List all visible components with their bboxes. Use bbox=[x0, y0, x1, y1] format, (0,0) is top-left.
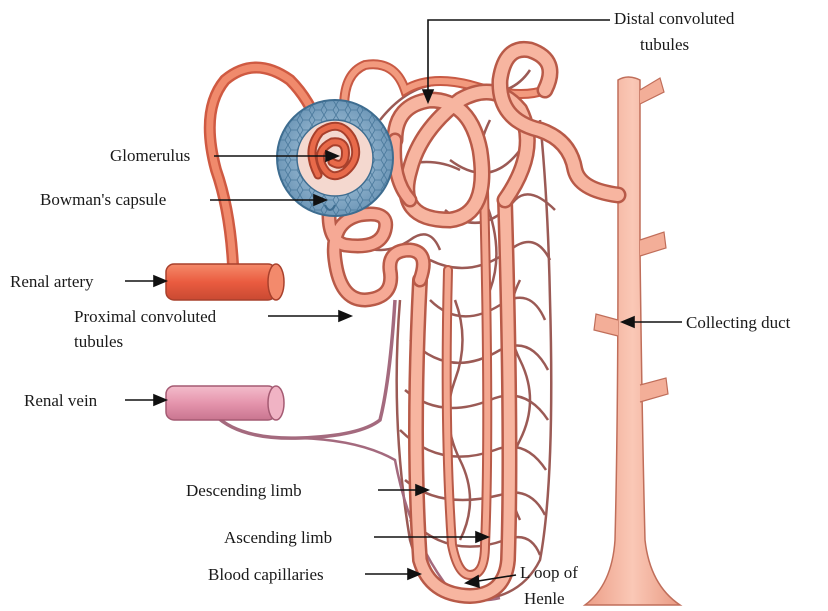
collecting-duct bbox=[585, 77, 680, 605]
label-distal-line2: tubules bbox=[640, 35, 689, 54]
label-proximal-line1: Proximal convoluted bbox=[74, 307, 217, 326]
label-ascending-limb: Ascending limb bbox=[224, 528, 332, 547]
label-renal-vein: Renal vein bbox=[24, 391, 98, 410]
label-collecting-duct: Collecting duct bbox=[686, 313, 791, 332]
label-descending-limb: Descending limb bbox=[186, 481, 302, 500]
label-glomerulus: Glomerulus bbox=[110, 146, 190, 165]
label-blood-capillaries: Blood capillaries bbox=[208, 565, 324, 584]
label-loop-line1: L oop of bbox=[520, 563, 578, 582]
label-loop-line2: Henle bbox=[524, 589, 565, 608]
label-bowmans-capsule: Bowman's capsule bbox=[40, 190, 166, 209]
label-renal-artery: Renal artery bbox=[10, 272, 94, 291]
label-proximal-line2: tubules bbox=[74, 332, 123, 351]
label-distal-line1: Distal convoluted bbox=[614, 9, 735, 28]
